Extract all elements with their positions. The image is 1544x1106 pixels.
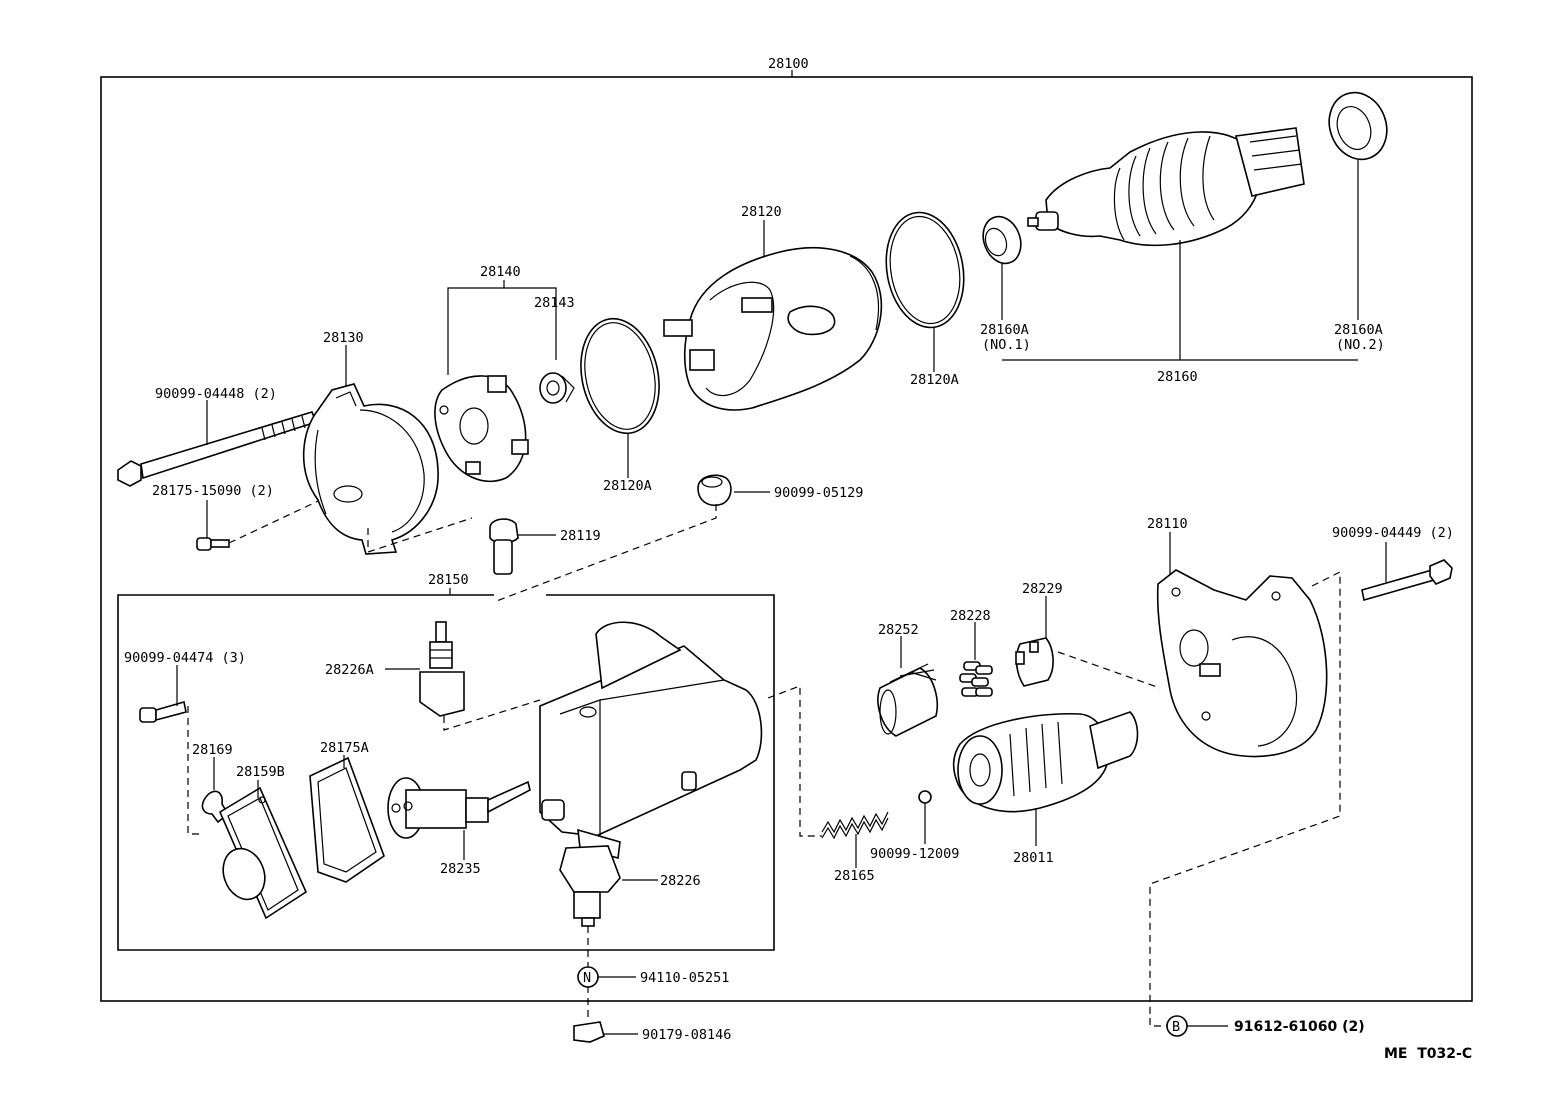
figure-code: ME T032-C <box>1384 1046 1472 1062</box>
solenoid-terminal <box>559 828 621 927</box>
clutch-rollers <box>959 661 993 697</box>
part-28165-label: 28165 <box>834 868 875 884</box>
bearing-no1 <box>982 215 1022 265</box>
starter-clutch <box>952 711 1139 813</box>
part-28120a-top-label: 28120A <box>910 372 959 388</box>
solenoid-housing <box>539 621 763 837</box>
bolt-04449-label: 90099-04449 (2) <box>1332 525 1454 541</box>
assembly-label: 28100 <box>768 56 809 72</box>
gasket <box>309 756 385 883</box>
part-28175a-label: 28175A <box>320 740 369 756</box>
o-ring-right <box>885 211 965 329</box>
bolt-04474-label: 90099-04474 (3) <box>124 650 246 666</box>
terminal-bolt <box>419 621 465 717</box>
cover-bolt <box>139 700 187 723</box>
part-28252-label: 28252 <box>878 622 919 638</box>
small-screw <box>196 537 230 551</box>
solenoid-subframe <box>117 588 775 951</box>
part-28011-label: 28011 <box>1013 850 1054 866</box>
solenoid-end-cover <box>218 786 308 920</box>
commutator-end-frame <box>302 383 439 555</box>
return-spring <box>821 811 889 840</box>
part-28160a-1-label: 28160A <box>980 322 1029 338</box>
part-28143-label: 28143 <box>534 295 575 311</box>
o-ring-left <box>580 317 660 435</box>
part-28235-label: 28235 <box>440 861 481 877</box>
ball-12009-label: 90099-12009 <box>870 846 959 862</box>
contact-plate <box>489 518 519 575</box>
cap-05129-label: 90099-05129 <box>774 485 863 501</box>
part-28130-label: 28130 <box>323 330 364 346</box>
screw-15090-label: 28175-15090 (2) <box>152 483 274 499</box>
rubber-cap <box>697 474 732 506</box>
idler-gear <box>877 663 938 737</box>
bearing-no2 <box>1328 91 1388 161</box>
nut-05251-label: 94110-05251 <box>640 970 729 986</box>
housing-bolt <box>1361 559 1453 602</box>
part-28228-label: 28228 <box>950 608 991 624</box>
part-28229-label: 28229 <box>1022 581 1063 597</box>
bolt-04448-label: 90099-04448 (2) <box>155 386 277 402</box>
part-28150-label: 28150 <box>428 572 469 588</box>
bolt-61060-label: 91612-61060 (2) <box>1234 1019 1365 1035</box>
brush-holder <box>434 375 529 483</box>
long-through-bolt <box>117 411 318 487</box>
terminal-nut <box>573 1021 605 1043</box>
field-yoke <box>663 246 883 411</box>
cap-08146-label: 90179-08146 <box>642 1027 731 1043</box>
drive-housing <box>1156 569 1328 758</box>
part-28226a-label: 28226A <box>325 662 374 678</box>
marker-b: B <box>1172 1019 1180 1035</box>
armature <box>1027 127 1305 247</box>
part-28160a-2-label: 28160A <box>1334 322 1383 338</box>
part-28159b-label: 28159B <box>236 764 285 780</box>
roller-retainer <box>1015 637 1054 687</box>
assembly-frame <box>100 70 1473 1002</box>
steel-ball <box>918 790 932 804</box>
part-28140-label: 28140 <box>480 264 521 280</box>
part-28120-label: 28120 <box>741 204 782 220</box>
part-28160-label: 28160 <box>1157 369 1198 385</box>
part-28119-label: 28119 <box>560 528 601 544</box>
part-28160a-1-note: (NO.1) <box>982 337 1031 353</box>
part-28120a-bottom-label: 28120A <box>603 478 652 494</box>
part-28169-label: 28169 <box>192 742 233 758</box>
part-28160a-2-note: (NO.2) <box>1336 337 1385 353</box>
part-28226-label: 28226 <box>660 873 701 889</box>
part-28110-label: 28110 <box>1147 516 1188 532</box>
marker-n: N <box>583 970 591 986</box>
brush-spring <box>539 372 575 404</box>
plunger <box>387 777 531 839</box>
